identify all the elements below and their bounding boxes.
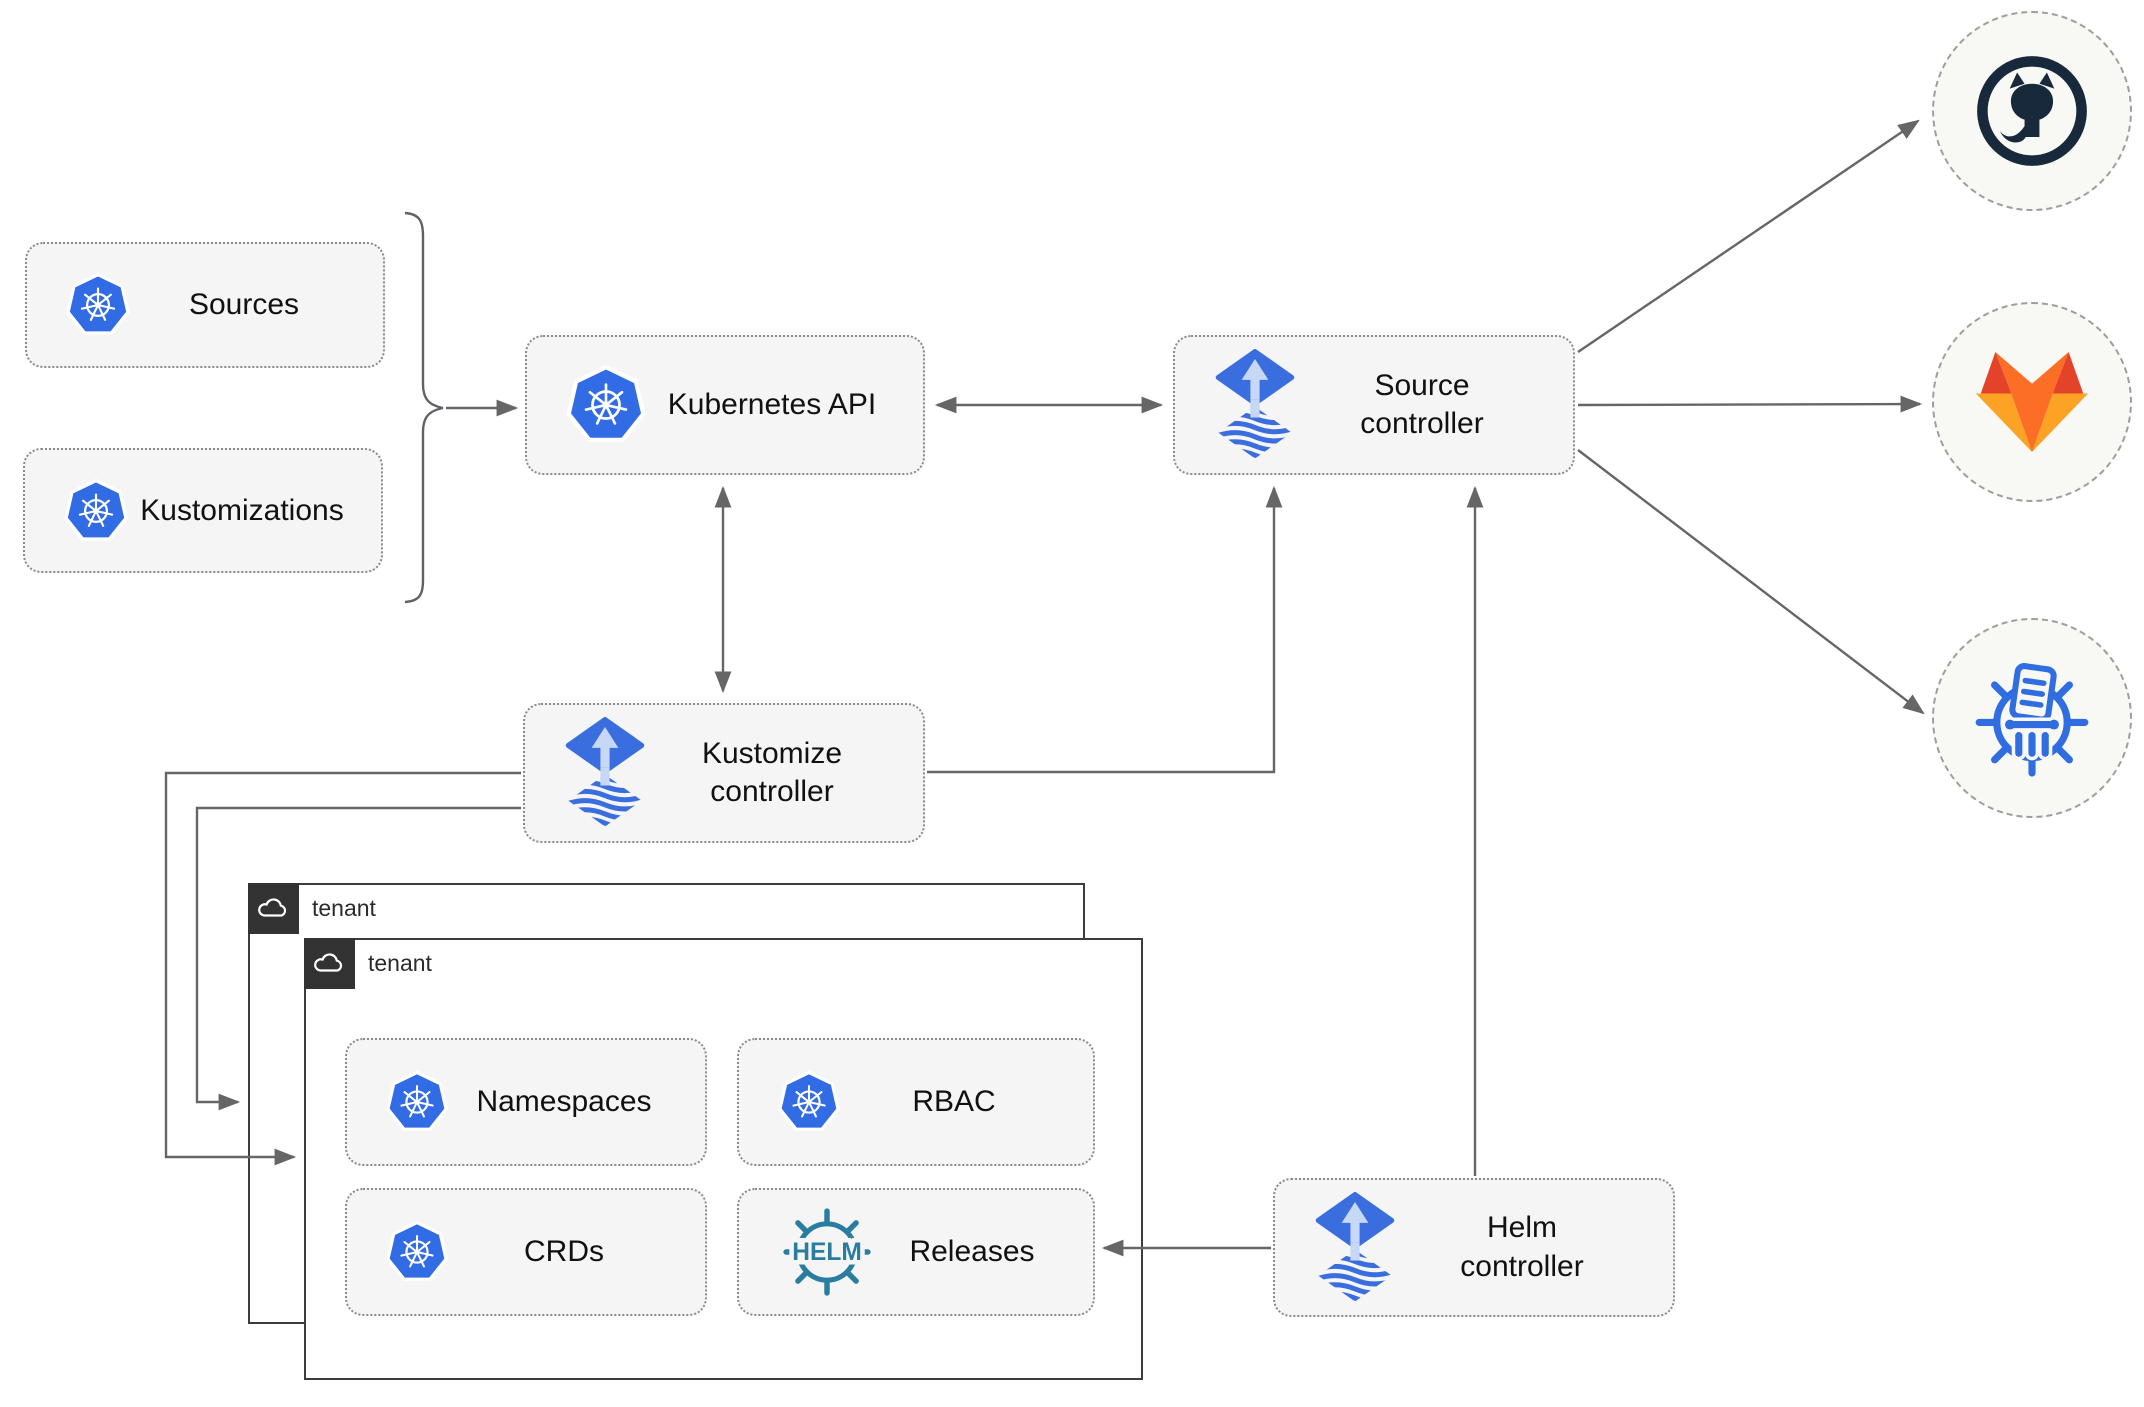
kustomizations-box: Kustomizations — [23, 448, 383, 573]
kustomize-controller-label: Kustomize controller — [701, 736, 843, 808]
sources-label: Sources — [188, 288, 300, 321]
flux-icon — [1213, 349, 1297, 461]
arrow-source-to-github — [1577, 119, 1920, 353]
artifact-registry-icon — [1975, 663, 2089, 777]
kubernetes-icon — [65, 272, 131, 338]
rbac-label: RBAC — [912, 1085, 996, 1118]
crds-box: CRDs — [345, 1188, 707, 1316]
kubernetes-icon — [63, 478, 129, 544]
flux-icon — [563, 717, 647, 829]
arrow-source-to-gitlab — [1577, 395, 1923, 413]
rbac-box: RBAC — [737, 1038, 1095, 1166]
arrow-source-to-registry — [1577, 449, 1925, 715]
gitlab-icon — [1975, 351, 2089, 453]
flux-icon — [1313, 1191, 1397, 1304]
kustomize-controller-box: Kustomize controller — [523, 703, 925, 843]
tenant-label: tenant — [368, 949, 432, 976]
kubernetes-icon — [385, 1220, 449, 1284]
kustomizations-label: Kustomizations — [140, 493, 344, 527]
grouping-brace — [404, 211, 444, 604]
kubernetes-api-label: Kubernetes API — [667, 388, 877, 421]
namespaces-box: Namespaces — [345, 1038, 707, 1166]
cloud-icon — [303, 937, 355, 989]
source-controller-label: Source controller — [1360, 368, 1484, 440]
crds-label: CRDs — [524, 1235, 604, 1268]
arrow-kustomize-to-source — [927, 485, 1283, 774]
releases-box: HELM Releases — [737, 1188, 1095, 1316]
gitlab-circle — [1932, 302, 2132, 502]
helm-icon: HELM — [777, 1202, 877, 1302]
kubernetes-icon — [565, 364, 647, 446]
registry-circle — [1932, 618, 2132, 818]
github-icon — [1977, 56, 2087, 166]
releases-label: Releases — [909, 1235, 1035, 1268]
namespaces-label: Namespaces — [476, 1085, 652, 1118]
cloud-icon — [247, 882, 299, 934]
tenant-label: tenant — [312, 894, 376, 921]
helm-logo-text: HELM — [792, 1239, 862, 1266]
source-controller-box: Source controller — [1173, 335, 1575, 475]
github-circle — [1932, 11, 2132, 211]
helm-controller-label: Helm controller — [1460, 1211, 1584, 1283]
kubernetes-api-box: Kubernetes API — [525, 335, 925, 475]
kubernetes-icon — [777, 1070, 841, 1134]
helm-controller-box: Helm controller — [1273, 1178, 1675, 1317]
sources-box: Sources — [25, 242, 385, 368]
kubernetes-icon — [385, 1070, 449, 1134]
